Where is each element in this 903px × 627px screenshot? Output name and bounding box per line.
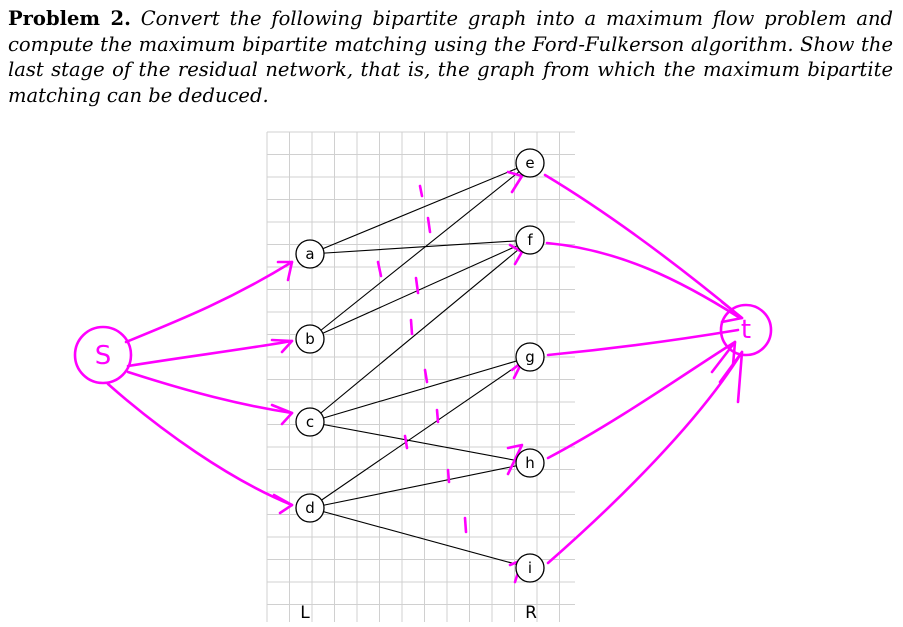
arrowhead-t xyxy=(720,300,744,324)
node-circle xyxy=(515,448,545,478)
graph-paper-grid xyxy=(266,131,575,622)
edge-c-f xyxy=(309,239,531,423)
edge-a-e xyxy=(309,162,531,255)
edge-b-e xyxy=(309,162,531,340)
graph-edges xyxy=(309,162,531,569)
node-c: c xyxy=(295,407,325,437)
arrow-s-c xyxy=(126,370,294,415)
arrowhead-a xyxy=(276,260,294,282)
node-label: d xyxy=(305,499,315,517)
problem-text: Convert the following bipartite graph in… xyxy=(8,7,894,107)
tick-mark xyxy=(446,468,451,484)
edge-c-h xyxy=(309,421,531,464)
node-circle xyxy=(515,342,545,372)
node-circle xyxy=(295,239,325,269)
tick-mark xyxy=(426,216,432,234)
arrow-g-t xyxy=(546,328,740,357)
node-circle xyxy=(515,225,545,255)
node-label: b xyxy=(305,330,315,348)
arrowhead-t2 xyxy=(710,340,737,374)
problem-number: Problem 2. xyxy=(8,7,131,30)
node-f: f xyxy=(515,225,545,255)
arrow-f-t xyxy=(545,241,742,320)
arrowhead-d xyxy=(272,493,294,515)
node-circle xyxy=(295,407,325,437)
node-label: a xyxy=(305,245,314,263)
arrowhead-c xyxy=(270,403,294,426)
node-label: h xyxy=(525,454,535,472)
node-label: f xyxy=(527,231,533,249)
tick-mark xyxy=(409,318,414,336)
arrow-i-t xyxy=(546,350,744,565)
node-b: b xyxy=(295,324,325,354)
sink-label: t xyxy=(741,315,751,345)
tick-mark xyxy=(463,516,468,534)
node-e: e xyxy=(515,148,545,178)
edge-d-g xyxy=(309,356,531,509)
edge-d-i xyxy=(309,507,531,569)
right-partition-label: R xyxy=(525,603,537,623)
node-label: e xyxy=(525,154,534,172)
tick-mark xyxy=(418,184,424,198)
arrowhead-h xyxy=(506,443,524,476)
node-circle xyxy=(295,493,325,523)
node-h: h xyxy=(515,448,545,478)
left-partition-label: L xyxy=(300,603,310,623)
graph-nodes: a b c d e f g h i xyxy=(295,148,545,583)
edge-c-g xyxy=(309,356,531,423)
node-label: g xyxy=(525,348,535,366)
edge-b-f xyxy=(309,239,531,340)
sink-node-circle xyxy=(719,303,773,357)
arrow-s-a xyxy=(124,260,294,344)
arrow-s-b xyxy=(126,339,294,368)
node-a: a xyxy=(295,239,325,269)
node-circle xyxy=(515,148,545,178)
tick-mark xyxy=(423,368,429,384)
tick-mark xyxy=(376,260,383,278)
arrowhead-e xyxy=(506,170,524,194)
tick-mark xyxy=(414,276,420,295)
arrowhead-t3 xyxy=(718,350,744,404)
arrowhead-b xyxy=(270,338,294,354)
node-d: d xyxy=(295,493,325,523)
tick-mark xyxy=(435,408,440,424)
problem-statement: Problem 2. Convert the following biparti… xyxy=(8,6,893,108)
edge-d-h xyxy=(309,462,531,509)
handwritten-flow-edges: S t xyxy=(73,170,773,584)
source-label: S xyxy=(95,341,112,371)
node-i: i xyxy=(515,553,545,583)
node-circle xyxy=(515,553,545,583)
arrow-s-d xyxy=(106,382,294,507)
arrow-h-t xyxy=(546,340,737,460)
edge-a-f xyxy=(309,239,531,255)
tick-mark xyxy=(403,434,409,450)
node-label: i xyxy=(528,559,532,577)
node-label: c xyxy=(306,413,314,431)
node-circle xyxy=(295,324,325,354)
source-node-circle xyxy=(73,325,133,385)
node-g: g xyxy=(515,342,545,372)
